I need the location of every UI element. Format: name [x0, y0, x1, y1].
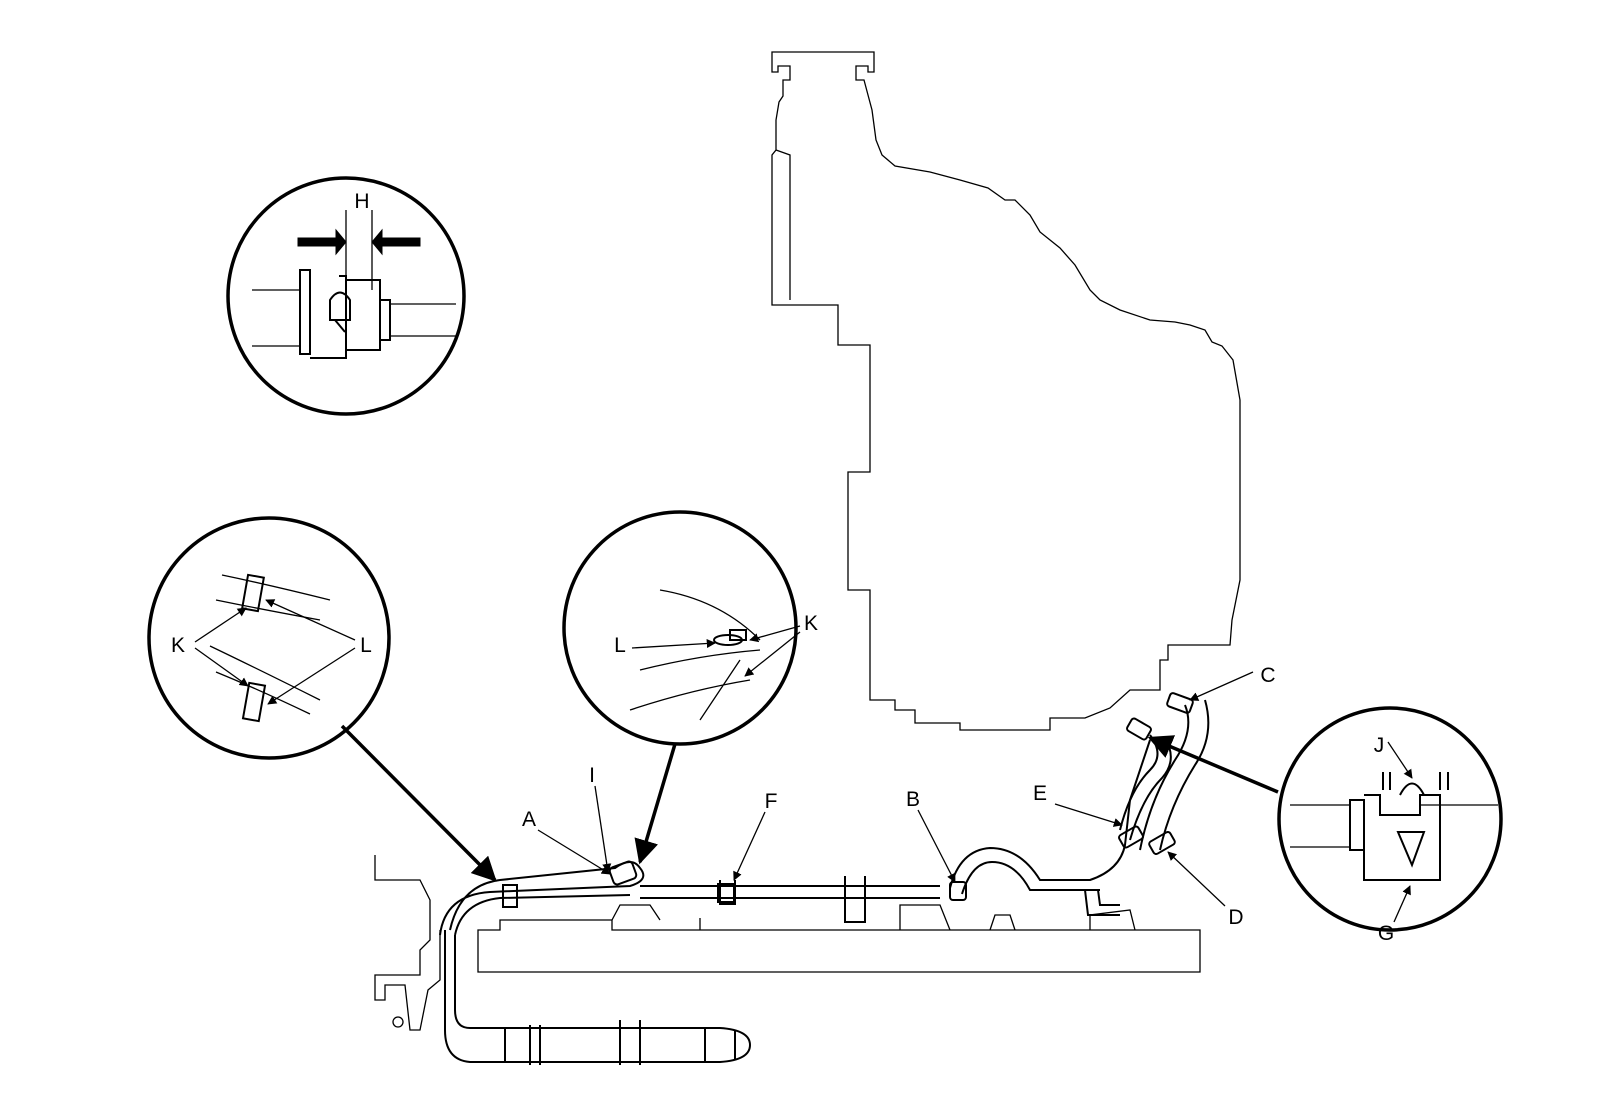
clamp-e — [1118, 825, 1144, 849]
clamp-d — [1148, 831, 1176, 855]
subframe-top-details — [611, 904, 1136, 931]
clamp-a — [608, 860, 638, 886]
hose-right-curve — [949, 739, 1151, 895]
label-b: B — [906, 788, 920, 811]
leader-d — [1167, 851, 1226, 907]
clamp-j-g — [1126, 717, 1152, 741]
label-g: G — [1378, 922, 1394, 945]
leader-b — [917, 809, 956, 883]
hose-left-curve — [439, 861, 645, 936]
subframe-outline — [477, 919, 1201, 973]
label-l-center: L — [614, 634, 626, 657]
leader-detail-center — [634, 743, 677, 865]
hose-left-curve-inner — [454, 894, 631, 936]
engine-detail-line — [775, 149, 791, 300]
label-k-left: K — [171, 634, 185, 657]
label-h: H — [354, 190, 369, 213]
label-i: I — [589, 764, 595, 787]
left-bracket — [374, 855, 441, 1031]
leader-e — [1054, 803, 1123, 827]
leader-detail-right — [1147, 735, 1279, 794]
label-a: A — [522, 808, 536, 831]
label-e: E — [1033, 782, 1047, 805]
label-f: F — [765, 790, 778, 813]
leader-i — [594, 785, 612, 873]
detail-circle-kl-left — [147, 516, 391, 760]
hose-center-pipe — [640, 885, 940, 899]
detail-circle-h — [226, 176, 466, 416]
clamp-b — [949, 881, 967, 901]
detail-circle-jg — [1277, 706, 1503, 932]
clamp-f — [717, 883, 735, 903]
hose-upper-right — [1139, 699, 1210, 851]
lower-pipe-loop — [444, 930, 752, 1063]
label-j: J — [1374, 734, 1385, 757]
label-d: D — [1228, 906, 1243, 929]
engine-outline — [771, 51, 1241, 731]
leader-a — [537, 829, 611, 875]
leader-f — [733, 811, 766, 881]
hose-vertical-pipe — [1084, 889, 1120, 916]
clamp-c — [1166, 692, 1194, 714]
lower-pipe-clamps — [504, 1020, 736, 1065]
leader-detail-left — [340, 724, 497, 882]
clamp-left — [502, 884, 518, 908]
leader-c — [1189, 671, 1254, 701]
detail-circle-kl-center — [562, 510, 801, 746]
label-c: C — [1260, 664, 1275, 687]
label-l-left: L — [360, 634, 372, 657]
bracket-bolt — [392, 1016, 404, 1028]
label-k-center: K — [804, 612, 818, 635]
